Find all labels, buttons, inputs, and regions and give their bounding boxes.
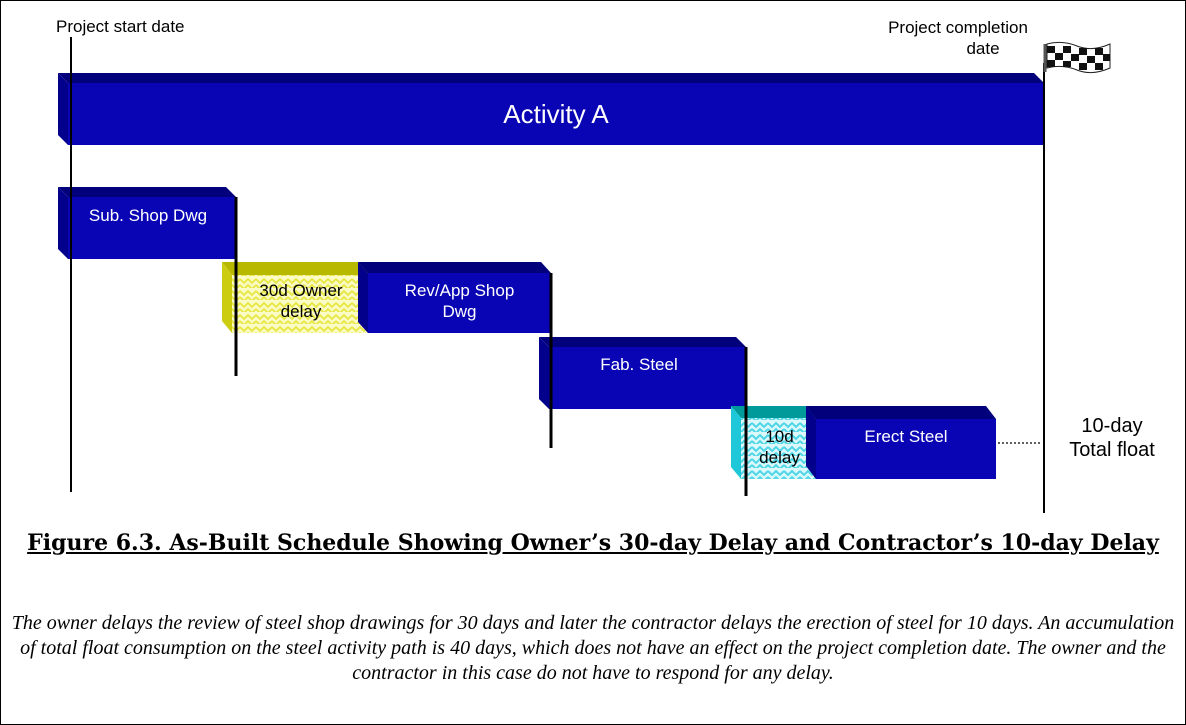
activity-a-bar: [58, 73, 1044, 145]
fab-steel-label: Fab. Steel: [600, 355, 678, 374]
contractor-delay-label-line1: 10d: [765, 427, 794, 446]
contractor-delay-label-line2: delay: [759, 448, 800, 467]
schedule-diagram: [58, 37, 1111, 513]
erect-steel-label: Erect Steel: [864, 427, 948, 446]
contractor-delay-label: 10d delay: [741, 426, 818, 468]
rev-app-shop-dwg-label-line2: Dwg: [442, 302, 477, 321]
sub-shop-dwg-label: Sub. Shop Dwg: [88, 206, 208, 225]
project-completion-label: Project completion date: [868, 17, 1048, 59]
total-float-label-line2: Total float: [1069, 439, 1155, 461]
activity-a-label: Activity A: [503, 99, 609, 129]
owner-delay-label-line1: 30d Owner: [259, 281, 343, 300]
owner-delay-label: 30d Owner delay: [232, 280, 370, 322]
contractor-delay-bar: [731, 406, 818, 479]
rev-app-shop-dwg-bar: [358, 262, 551, 333]
figure-caption-body: The owner delays the review of steel sho…: [11, 612, 1175, 684]
fab-steel-bar: [539, 337, 746, 409]
project-completion-label-line2: date: [966, 39, 1000, 58]
figure-caption-title: Figure 6.3. As-Built Schedule Showing Ow…: [27, 530, 1159, 556]
checkered-flag-icon: [1043, 41, 1111, 74]
rev-app-shop-dwg-label-line1: Rev/App Shop: [404, 281, 515, 300]
owner-delay-label-line2: delay: [280, 302, 322, 321]
erect-steel-bar: [806, 406, 996, 479]
sub-shop-dwg-bar: [58, 187, 236, 259]
total-float-label-line1: 10-day: [1081, 415, 1143, 437]
project-start-label: Project start date: [56, 17, 185, 36]
total-float-label: 10-day Total float: [1052, 414, 1172, 462]
rev-app-shop-dwg-label: Rev/App Shop Dwg: [368, 280, 551, 322]
owner-delay-bar: [222, 262, 370, 333]
project-completion-label-line1: Project completion: [888, 18, 1028, 37]
